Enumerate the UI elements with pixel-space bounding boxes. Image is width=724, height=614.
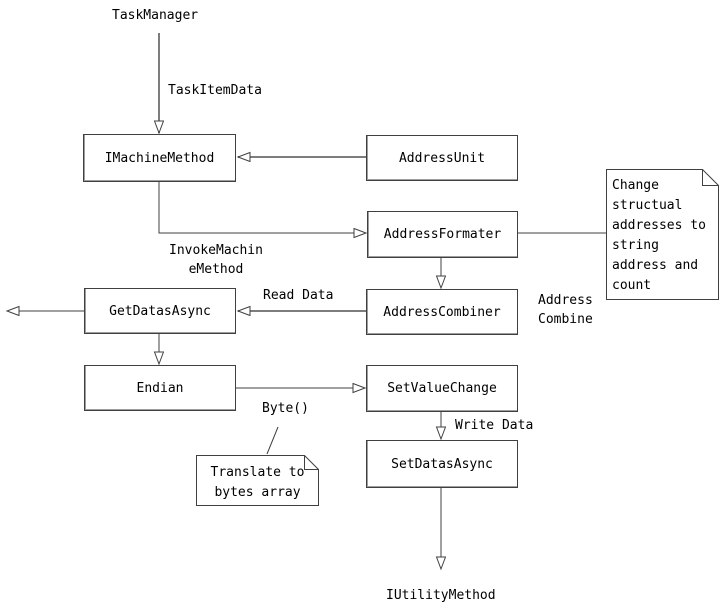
node-label: GetDatasAsync: [109, 303, 211, 319]
note-text: Change structual addresses to string add…: [612, 178, 706, 293]
edge-imachinemethod-addressformater: [158, 181, 366, 233]
label-read-data: Read Data: [263, 288, 334, 303]
node-label: AddressUnit: [398, 150, 486, 166]
note-paper-icon: [196, 455, 319, 506]
note-change-structual: Change structual addresses to string add…: [606, 169, 719, 300]
node-address-unit: AddressUnit: [366, 135, 518, 181]
note-paper-icon: [606, 169, 719, 300]
edge-byte-note-connector: [266, 426, 279, 455]
node-endian: Endian: [84, 365, 236, 411]
label-address-combine: Address Combine: [538, 293, 593, 327]
node-label: AddressFormater: [383, 227, 502, 242]
node-label: Endian: [136, 380, 184, 396]
node-label: IMachineMethod: [104, 150, 215, 166]
note-text: Translate to bytes array: [210, 465, 305, 500]
label-write-data: Write Data: [455, 418, 534, 433]
label-task-manager: TaskManager: [112, 8, 199, 23]
node-label: AddressCombiner: [383, 304, 501, 320]
node-get-datas-async: GetDatasAsync: [84, 288, 236, 334]
node-label: SetValueChange: [387, 381, 497, 396]
node-address-formater: AddressFormater: [367, 211, 518, 258]
note-translate-bytes: Translate to bytes array: [196, 455, 319, 506]
label-task-item-data: TaskItemData: [168, 83, 262, 98]
label-invoke-machine-method: InvokeMachin eMethod: [169, 243, 263, 277]
node-set-value-change: SetValueChange: [366, 365, 518, 412]
label-iutility-method: IUtilityMethod: [386, 588, 496, 603]
node-address-combiner: AddressCombiner: [366, 289, 518, 335]
node-label: SetDatasAsync: [391, 456, 493, 472]
node-imachine-method: IMachineMethod: [83, 134, 236, 182]
node-set-datas-async: SetDatasAsync: [366, 440, 518, 488]
label-byte: Byte(): [262, 401, 309, 416]
